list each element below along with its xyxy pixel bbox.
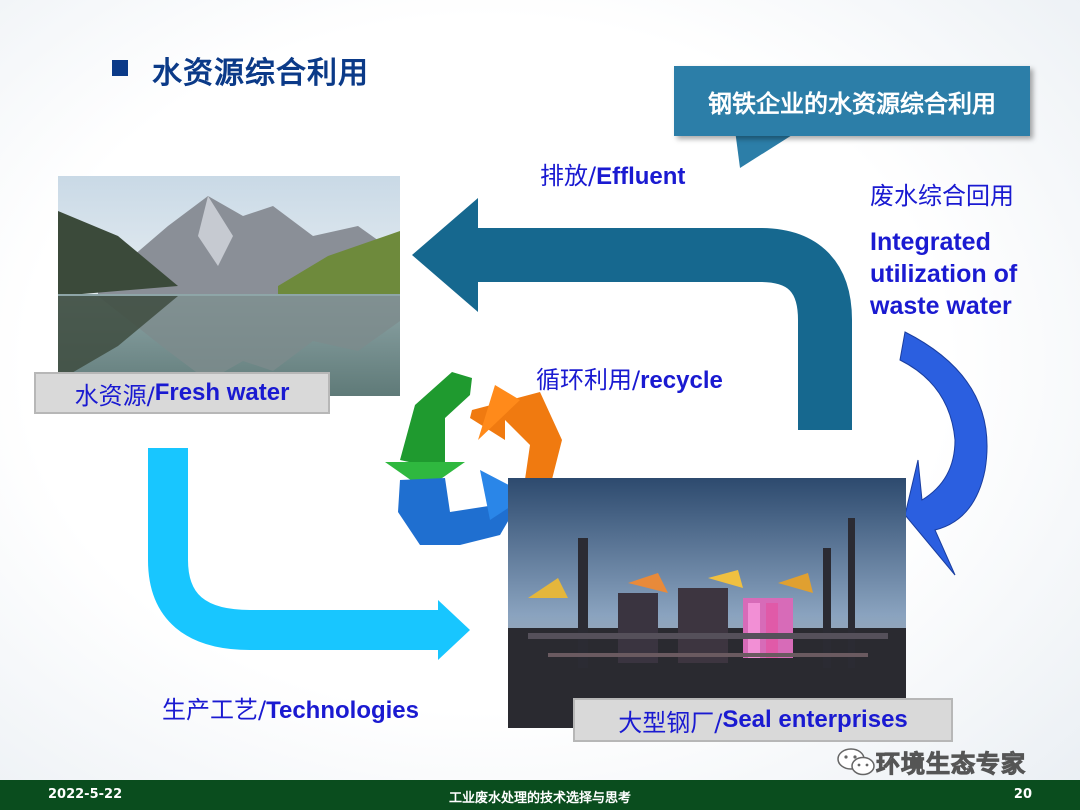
- recycle-label: 循环利用/recycle: [536, 360, 723, 395]
- wastewater-label-en: Integrated utilization of waste water: [870, 226, 1017, 322]
- fresh-water-cn: 水资源/: [74, 381, 155, 410]
- effluent-label: 排放/Effluent: [540, 156, 685, 191]
- page-number: 20: [1013, 787, 1032, 802]
- seal-cn: 大型钢厂/: [618, 708, 723, 737]
- wastewater-en-line-1: Integrated: [870, 228, 991, 256]
- effluent-cn: 排放/: [540, 162, 597, 190]
- technologies-label: 生产工艺/Technologies: [162, 690, 419, 725]
- tech-cn: 生产工艺/: [162, 696, 267, 724]
- flow-arrows: [148, 130, 988, 660]
- callout-tail: [735, 130, 800, 168]
- seal-enterprises-label: 大型钢厂/Seal enterprises: [573, 698, 953, 742]
- footer-bar: 2022-5-22 工业废水处理的技术选择与思考 20: [0, 780, 1080, 810]
- wechat-icon: [837, 747, 875, 775]
- recycle-en: recycle: [640, 367, 723, 394]
- watermark-text: 环境生态专家: [876, 750, 1026, 779]
- callout-box: 钢铁企业的水资源综合利用: [674, 66, 1030, 136]
- slide-title: 水资源综合利用: [152, 56, 369, 91]
- wastewater-label-cn: 废水综合回用: [870, 182, 1014, 210]
- recycle-green-arrow: [400, 372, 472, 470]
- lake-photo: [58, 176, 400, 396]
- recycle-green-head: [385, 462, 465, 490]
- effluent-en: Effluent: [596, 163, 686, 190]
- recycle-icon: [385, 372, 562, 545]
- wastewater-en-line-3: waste water: [870, 292, 1012, 320]
- effluent-arrow-head: [412, 198, 478, 312]
- wastewater-arrow: [899, 331, 988, 576]
- recycle-blue-head: [480, 470, 528, 520]
- technologies-arrow-head: [438, 600, 470, 660]
- seal-en: Seal enterprises: [722, 706, 908, 733]
- title-bullet: [112, 60, 128, 76]
- footer-title: 工业废水处理的技术选择与思考: [448, 791, 631, 806]
- watermark: 环境生态专家: [836, 744, 1026, 779]
- wastewater-en-line-2: utilization of: [870, 260, 1018, 288]
- recycle-cn: 循环利用/: [536, 366, 641, 394]
- tech-en: Technologies: [266, 697, 419, 724]
- recycle-orange-head: [478, 385, 520, 440]
- effluent-arrow-body: [475, 228, 852, 430]
- footer-date: 2022-5-22: [48, 787, 123, 802]
- fresh-water-label: 水资源/Fresh water: [34, 372, 330, 414]
- steel-plant-photo: [508, 478, 906, 728]
- fresh-water-en: Fresh water: [154, 379, 290, 406]
- technologies-arrow-body: [148, 448, 440, 650]
- recycle-blue-arrow: [398, 478, 525, 545]
